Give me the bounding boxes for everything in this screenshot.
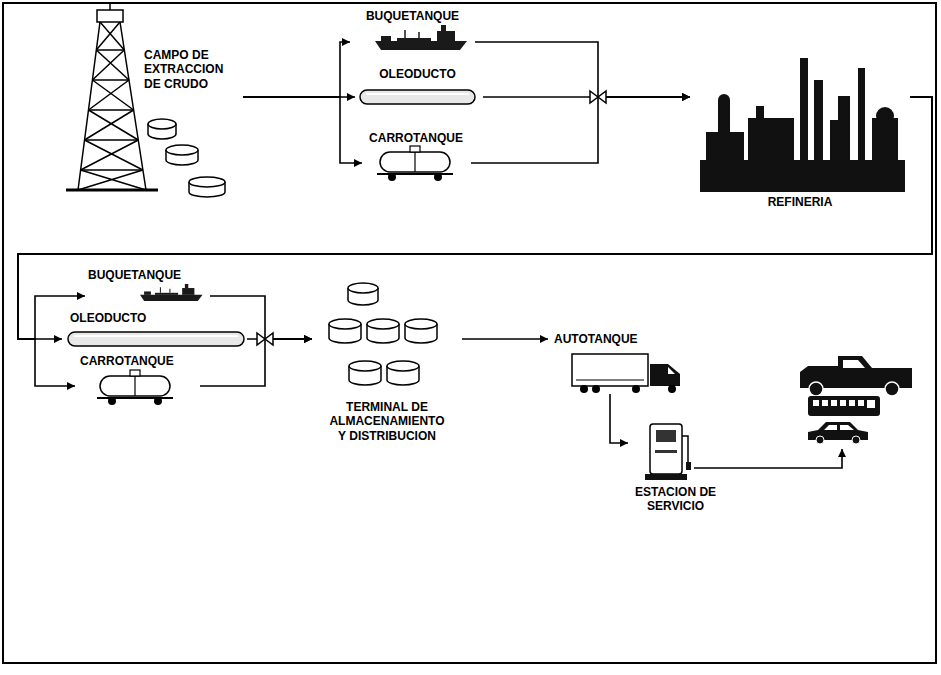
flow-connector [243,97,362,163]
flow-arrow [694,449,842,468]
frame [3,3,936,663]
rail-tank-car [377,146,453,181]
node-label: REFINERIA [750,195,850,209]
flow-connector [471,97,690,163]
tanker-ship [140,284,203,301]
pipeline-symbol [68,332,244,346]
node-label: BUQUETANQUE [88,268,203,282]
flow-connector [462,338,548,340]
pipeline-symbol [360,90,475,104]
transport-mode: CARROTANQUE [75,352,200,408]
transport-mode: BUQUETANQUE [85,266,210,308]
transport-mode: OLEODUCTO [62,310,247,350]
transport-mode: CARROTANQUE [362,128,471,184]
source-field: CAMPO DE EXTRACCION DE CRUDO [70,12,243,202]
valve-symbol [590,91,606,103]
node-label: BUQUETANQUE [355,9,470,23]
vehicles [800,356,912,444]
node-label: TERMINAL DE ALMACENAMIENTO Y DISTRIBUCIO… [326,400,448,443]
tank-truck [572,354,680,393]
flow-connector [18,97,932,339]
flow-connector [475,42,690,97]
node-label: CARROTANQUE [364,131,468,145]
refinery-node: REFINERIA [690,45,910,217]
transport-mode: OLEODUCTO [355,64,483,108]
flow-connector [610,394,628,443]
storage-terminal: TERMINAL DE ALMACENAMIENTO Y DISTRIBUCIO… [312,276,462,447]
rail-tank-car [97,370,173,405]
crude-tanks [148,119,225,197]
service-station: ESTACION DE SERVICIO [628,415,726,521]
node-label: OLEODUCTO [355,67,480,81]
node-label: AUTOTANQUE [554,332,664,346]
tanker-ship [375,25,467,50]
flow-connector [243,42,350,97]
node-label: CARROTANQUE [80,354,195,368]
storage-tanks [329,283,437,385]
flow-connector [18,97,932,339]
flow-connector [200,339,312,386]
node-label: OLEODUCTO [70,311,180,325]
truck-node: AUTOTANQUE [548,330,688,394]
node-label: ESTACION DE SERVICIO [628,485,723,514]
refinery [700,58,905,192]
transport-mode: BUQUETANQUE [350,6,475,54]
oil-derrick [66,4,158,190]
valve-symbol [257,333,273,345]
flow-connector [210,296,312,339]
flow-connector [18,97,932,386]
node-label: CAMPO DE EXTRACCION DE CRUDO [144,48,240,91]
fuel-pump [645,424,691,480]
